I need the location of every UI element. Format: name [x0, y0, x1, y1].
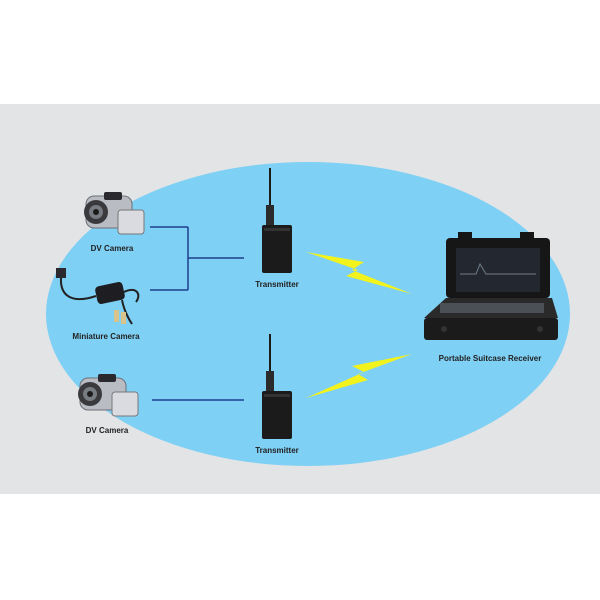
suitcase-receiver-icon — [424, 232, 558, 340]
transmitter-icon — [262, 168, 292, 273]
connector-lines — [150, 226, 244, 401]
dv-camera-label-top: DV Camera — [90, 244, 134, 253]
dv-camera-label-bottom: DV Camera — [85, 426, 129, 435]
dv-camera-icon — [84, 192, 145, 235]
miniature-camera-icon — [56, 268, 140, 325]
transmitter-label-bottom: Transmitter — [255, 446, 299, 455]
signal-bolt-icon — [306, 354, 412, 398]
receiver-label: Portable Suitcase Receiver — [438, 354, 542, 363]
signal-bolt-icon — [306, 252, 412, 294]
miniature-camera-label: Miniature Camera — [72, 332, 140, 341]
transmitter-icon — [262, 334, 292, 439]
transmitter-label-top: Transmitter — [255, 280, 299, 289]
network-ellipse — [46, 162, 570, 466]
dv-camera-icon — [78, 374, 139, 417]
